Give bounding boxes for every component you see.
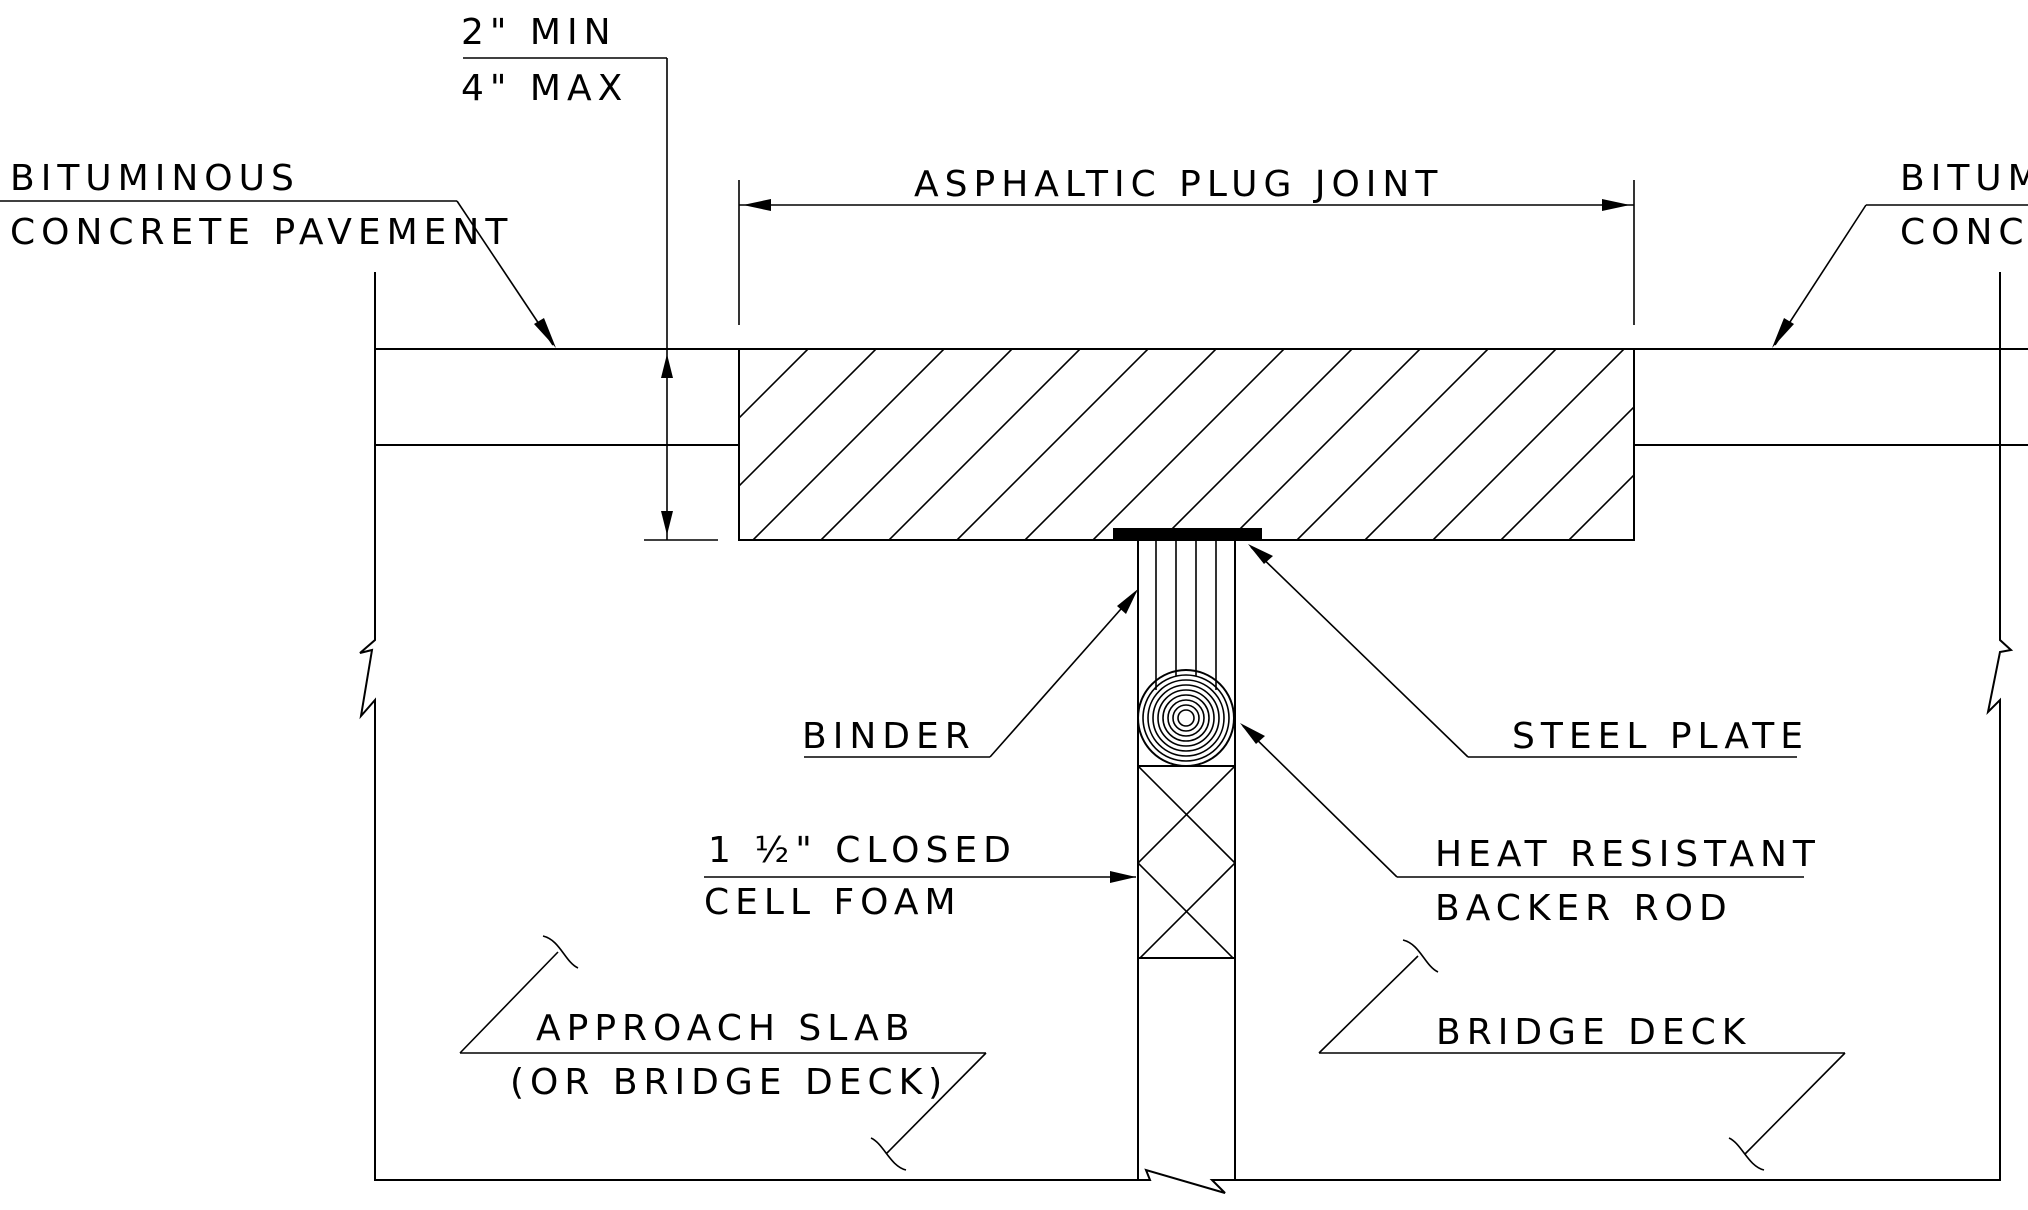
backer-rod-ring [1162, 694, 1210, 742]
approach-slab-callout: APPROACH SLAB (OR BRIDGE DECK) [459, 935, 987, 1171]
hatch-line [739, 349, 809, 420]
dim-min-label: 2" MIN [461, 12, 617, 53]
pavement-left-label-1: BITUMINOUS [10, 158, 300, 199]
approach-slab-label-2: (OR BRIDGE DECK) [510, 1062, 948, 1103]
hatch-line [1364, 349, 1557, 540]
backer-rod-ring [1142, 674, 1230, 762]
backer-rod [1137, 669, 1235, 767]
hatch-line [1432, 349, 1625, 540]
hatch-line [752, 349, 945, 540]
hatch-line [1092, 349, 1285, 540]
pavement-right-callout: BITUM CONCR [1772, 158, 2028, 348]
binder-callout: BINDER [802, 589, 1138, 758]
backer-rod-ring [1147, 679, 1225, 757]
joint-gap [1137, 540, 1236, 1194]
backer-rod-ring [1152, 684, 1220, 752]
pavement-right-label-2: CONCR [1900, 212, 2028, 253]
foam-label-2: CELL FOAM [704, 882, 962, 923]
foam-callout: 1 ½" CLOSED CELL FOAM [704, 830, 1136, 923]
backer-rod-callout: HEAT RESISTANT BACKER ROD [1240, 723, 1821, 929]
plug-joint-label: ASPHALTIC PLUG JOINT [914, 164, 1443, 205]
hatch-line [1296, 349, 1489, 540]
bridge-deck-callout: BRIDGE DECK [1318, 939, 1846, 1171]
bridge-deck-label: BRIDGE DECK [1436, 1012, 1751, 1053]
approach-slab-label-1: APPROACH SLAB [536, 1008, 915, 1049]
asphaltic-plug-joint [738, 348, 1635, 541]
hatch-line [1024, 349, 1217, 540]
hatch-line [1568, 473, 1634, 540]
steel-plate-label: STEEL PLATE [1512, 716, 1809, 757]
backer-rod-ring [1167, 699, 1205, 737]
plug-joint-width-dimension: ASPHALTIC PLUG JOINT [738, 164, 1635, 325]
closed-cell-foam [1137, 765, 1236, 959]
pavement-left-label-2: CONCRETE PAVEMENT [10, 212, 513, 253]
dim-max-label: 4" MAX [461, 68, 628, 109]
backer-rod-label-2: BACKER ROD [1435, 888, 1733, 929]
binder [1155, 540, 1217, 690]
pavement-right-label-1: BITUM [1900, 158, 2028, 199]
backer-rod-ring [1177, 709, 1195, 727]
hatch-line [888, 349, 1081, 540]
hatch-line [1160, 349, 1353, 540]
backer-rod-label-1: HEAT RESISTANT [1435, 834, 1821, 875]
steel-plate [1113, 528, 1262, 539]
hatch-line [1228, 349, 1421, 540]
pavement-left-callout: BITUMINOUS CONCRETE PAVEMENT [0, 158, 556, 348]
hatch-line [739, 349, 877, 488]
hatch-line [956, 349, 1149, 540]
hatch-line [820, 349, 1013, 540]
bridge-deck [1235, 272, 2028, 1181]
steel-plate-callout: STEEL PLATE [1248, 544, 1809, 758]
backer-rod-ring [1172, 704, 1200, 732]
backer-rod-ring [1157, 689, 1215, 747]
foam-label-1: 1 ½" CLOSED [708, 830, 1017, 871]
binder-label: BINDER [802, 716, 976, 757]
depth-dimension: 2" MIN 4" MAX [461, 12, 718, 541]
hatch-line [1500, 405, 1634, 540]
